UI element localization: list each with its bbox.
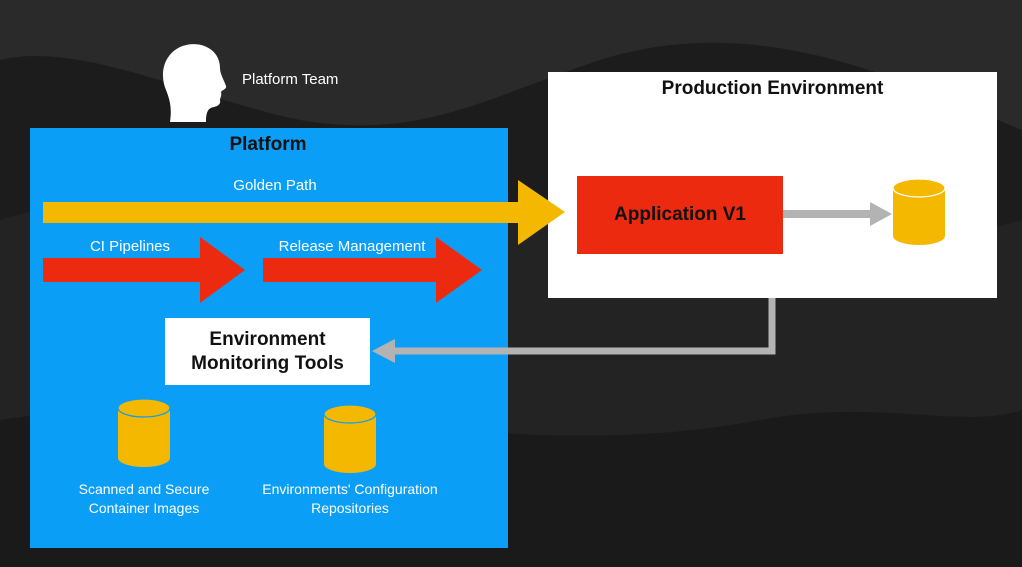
application-box: Application V1 bbox=[577, 176, 783, 254]
production-database-icon bbox=[892, 178, 946, 245]
monitoring-tools-label: Environment Monitoring Tools bbox=[191, 328, 344, 374]
application-label: Application V1 bbox=[614, 204, 746, 225]
container-images-label: Scanned and Secure Container Images bbox=[78, 481, 210, 516]
production-environment-title: Production Environment bbox=[661, 78, 884, 99]
ci-pipelines-label: CI Pipelines bbox=[89, 238, 171, 255]
platform-title: Platform bbox=[229, 134, 307, 155]
container-images-database-icon bbox=[117, 398, 171, 467]
platform-team-label: Platform Team bbox=[242, 71, 339, 88]
release-management-label: Release Management bbox=[278, 238, 426, 255]
monitoring-tools-box: Environment Monitoring Tools bbox=[165, 318, 370, 385]
golden-path-label: Golden Path bbox=[233, 177, 317, 194]
person-head-icon bbox=[162, 44, 227, 122]
config-repositories-label: Environments' Configuration Repositories bbox=[262, 481, 438, 516]
config-repositories-database-icon bbox=[323, 404, 377, 473]
